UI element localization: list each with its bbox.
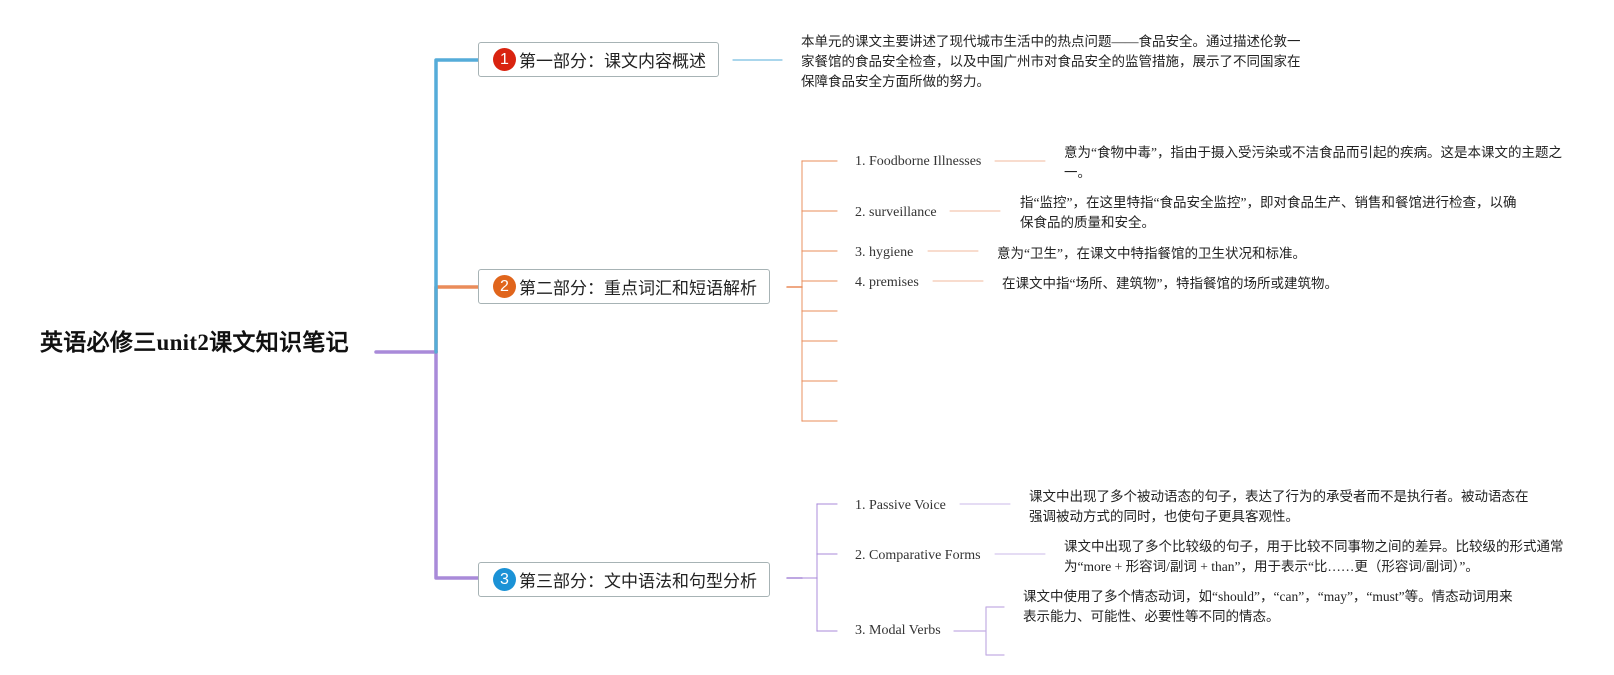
vocab-term-3[interactable]: 3. hygiene [855, 245, 914, 260]
section-1-trunk [434, 58, 480, 354]
section-3-topic[interactable]: 3 第三部分：文中语法和句型分析 [478, 562, 770, 597]
section-1-topic[interactable]: 1 第一部分：课文内容概述 [478, 42, 719, 77]
root-topic[interactable]: 英语必修三unit2课文知识笔记 [40, 330, 349, 355]
grammar-term-3[interactable]: 3. Modal Verbs [855, 623, 941, 638]
number-3-icon: 3 [493, 568, 516, 591]
vocab-note-1[interactable]: 意为“食物中毒”，指由于摄入受污染或不洁食品而引起的疾病。这是本课文的主题之一。 [1064, 145, 1562, 180]
grammar-note-1[interactable]: 课文中出现了多个被动语态的句子，表达了行为的承受者而不是执行者。被动语态在强调被… [1029, 489, 1529, 524]
grammar-note-2[interactable]: 课文中出现了多个比较级的句子，用于比较不同事物之间的差异。比较级的形式通常为“m… [1064, 539, 1564, 574]
section-2-label: 第二部分：重点词汇和短语解析 [519, 279, 757, 299]
number-2-icon: 2 [493, 275, 516, 298]
grammar-note-3[interactable]: 课文中使用了多个情态动词，如“should”，“can”，“may”，“must… [1023, 589, 1513, 624]
vocab-term-1[interactable]: 1. Foodborne Illnesses [855, 154, 982, 169]
section-1-label: 第一部分：课文内容概述 [519, 52, 706, 72]
section-2-topic[interactable]: 2 第二部分：重点词汇和短语解析 [478, 269, 770, 304]
section-2-trunk [434, 285, 480, 354]
vocab-note-3[interactable]: 意为“卫生”，在课文中特指餐馆的卫生状况和标准。 [997, 246, 1306, 261]
vocab-term-2[interactable]: 2. surveillance [855, 205, 937, 220]
vocab-note-4[interactable]: 在课文中指“场所、建筑物”，特指餐馆的场所或建筑物。 [1002, 276, 1338, 291]
vocab-term-4[interactable]: 4. premises [855, 275, 919, 290]
grammar-link-3 [953, 606, 1005, 656]
section-3-trunk [434, 350, 480, 580]
vocab-note-2[interactable]: 指“监控”，在这里特指“食品安全监控”，即对食品生产、销售和餐馆进行检查，以确保… [1020, 195, 1517, 230]
section-1-summary[interactable]: 本单元的课文主要讲述了现代城市生活中的热点问题——食品安全。通过描述伦敦一家餐馆… [801, 34, 1301, 89]
grammar-term-1[interactable]: 1. Passive Voice [855, 498, 946, 513]
grammar-term-2[interactable]: 2. Comparative Forms [855, 548, 981, 563]
number-1-icon: 1 [493, 48, 516, 71]
section-3-label: 第三部分：文中语法和句型分析 [519, 572, 757, 592]
